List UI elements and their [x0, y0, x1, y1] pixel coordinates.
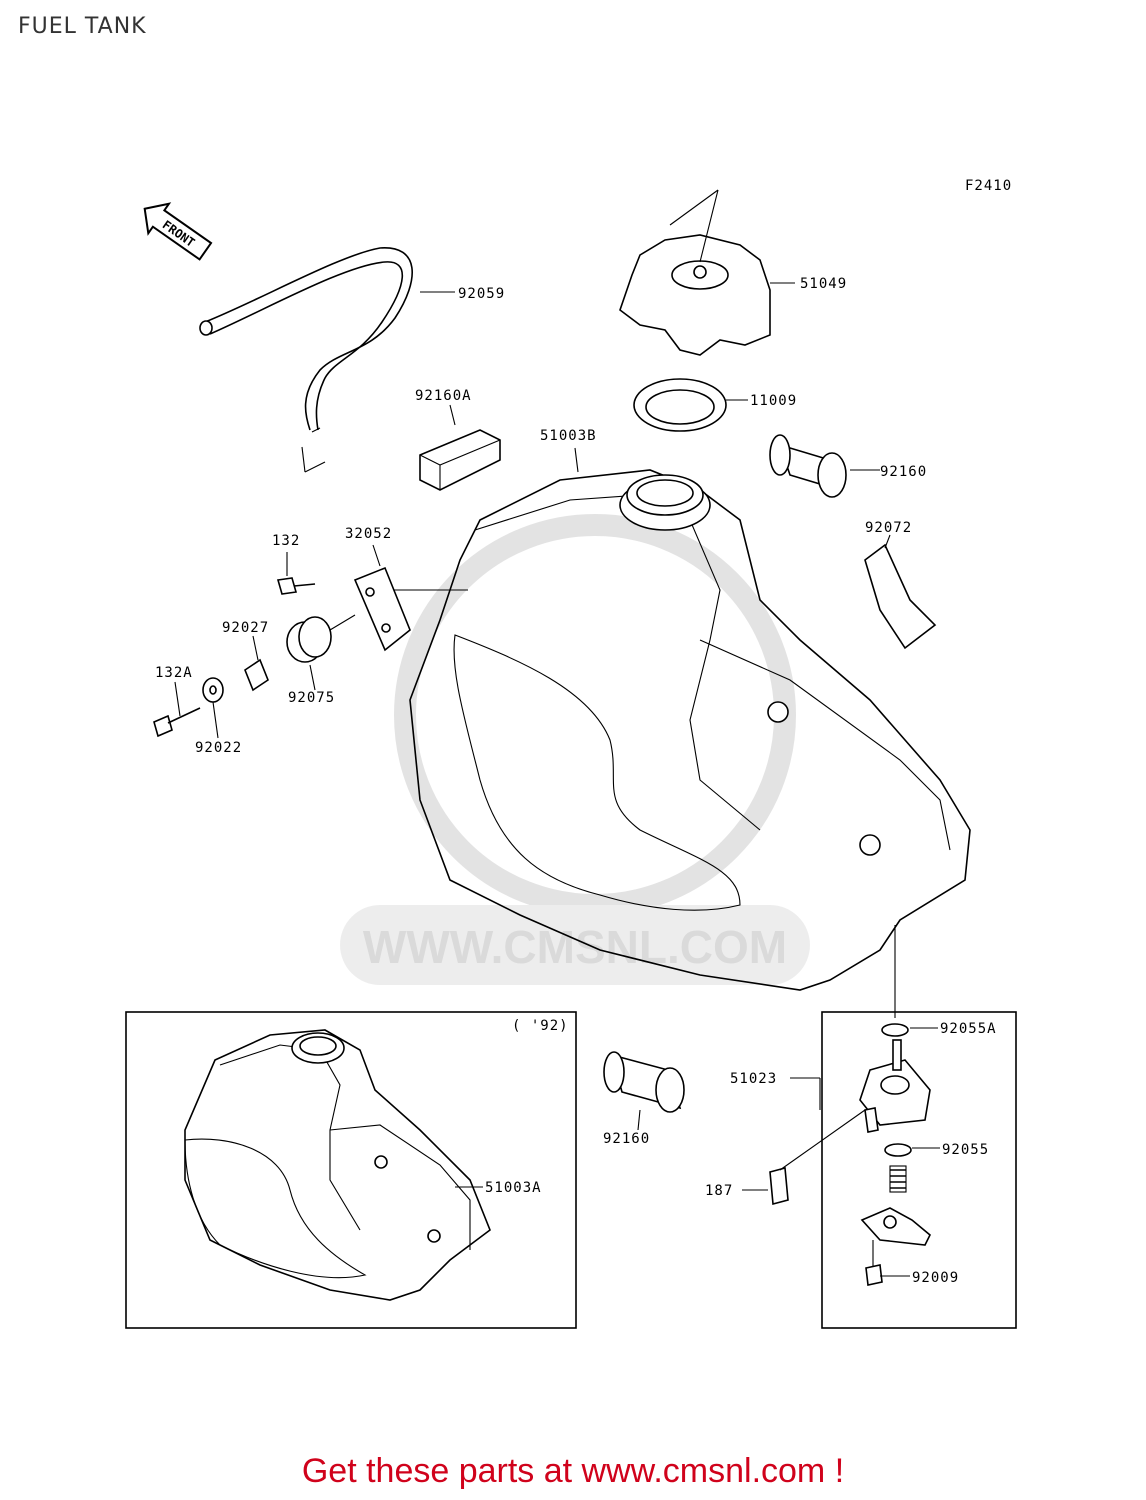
callout-132: 132: [272, 533, 300, 549]
gasket-11009: [633, 378, 748, 432]
inset-1992-tank: [125, 1011, 577, 1329]
callout-92055: 92055: [942, 1142, 989, 1158]
watermark-url: WWW.CMSNL.COM: [363, 921, 787, 973]
bracket-32052: [353, 544, 411, 652]
petcock-inset: [742, 925, 1017, 1329]
callout-51023: 51023: [730, 1071, 777, 1087]
callout-92072: 92072: [865, 520, 912, 536]
page-title: FUEL TANK: [18, 14, 147, 39]
bolt-132A: [153, 681, 201, 738]
callout-51003B: 51003B: [540, 428, 597, 444]
strap-92072: [864, 534, 937, 650]
inset-note: ( '92): [512, 1018, 569, 1034]
callout-32052: 32052: [345, 526, 392, 542]
callout-92009: 92009: [912, 1270, 959, 1286]
footer-link[interactable]: Get these parts at www.cmsnl.com !: [301, 1452, 845, 1490]
callout-92027: 92027: [222, 620, 269, 636]
callout-11009: 11009: [750, 393, 797, 409]
callout-92160-inset: 92160: [603, 1131, 650, 1147]
fuel-tank-51003B: [385, 447, 971, 991]
cmsnl-watermark: WWW.CMSNL.COM: [340, 514, 810, 985]
collar-92027: [244, 635, 269, 692]
callout-92059: 92059: [458, 286, 505, 302]
callout-92160: 92160: [880, 464, 927, 480]
filter-92160: [769, 434, 880, 498]
damper-92075: [286, 614, 356, 691]
callout-132A: 132A: [155, 665, 193, 681]
front-arrow-icon: FRONT: [143, 202, 213, 261]
filter-92160-inset: [603, 1051, 685, 1131]
clamp-92160A: [419, 404, 501, 491]
callout-92160A: 92160A: [415, 388, 472, 404]
callout-92055A: 92055A: [940, 1021, 997, 1037]
callout-51003A: 51003A: [485, 1180, 542, 1196]
hose-92059: [199, 247, 455, 473]
fuel-cap-51049: [619, 189, 795, 356]
washer-92022: [202, 677, 224, 739]
callout-92022: 92022: [195, 740, 242, 756]
callout-92075: 92075: [288, 690, 335, 706]
callout-51049: 51049: [800, 276, 847, 292]
figure-code: F2410: [965, 178, 1012, 194]
bolt-132: [276, 552, 316, 595]
callout-187: 187: [705, 1183, 733, 1199]
